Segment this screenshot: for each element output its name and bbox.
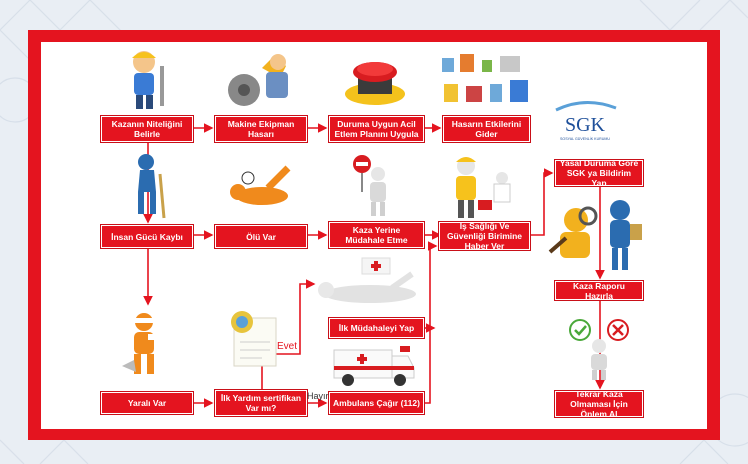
sgk-logo-subtext: SOSYAL GÜVENLİK KURUMU [560,136,610,141]
injured-bandaged-icon [122,313,158,374]
box-isg-birimine-haber-ver: İş Sağlığı Ve Güvenliği Birimine Haber V… [438,221,531,251]
ambulance-icon [333,346,415,386]
box-insan-gucu-kaybi: İnsan Gücü Kaybı [100,224,194,249]
box-label: İlk Müdahaleyi Yap [338,323,415,333]
box-ilk-yardim-sertifika: İlk Yardım sertifikan Var mı? [214,389,308,417]
label-evet: Evet [277,341,298,352]
box-olu-var: Ölü Var [214,224,308,249]
dead-figure-icon [230,165,291,205]
lying-figure-icon [318,257,416,303]
box-kazanin-niteligini-belirle: Kazanın Niteliğini Belirle [100,115,194,143]
box-kaza-raporu-hazirla: Kaza Raporu Hazırla [554,280,644,301]
inspector-figures-icon [548,200,642,270]
box-label: Hasarın Etkilerini Gider [451,119,522,139]
sgk-logo: SGK SOSYAL GÜVENLİK KURUMU [555,101,617,141]
check-cross-figure-icon [569,319,629,380]
box-label: İlk Yardım sertifikan Var mı? [220,393,302,413]
box-label: Duruma Uygun Acil Etlem Planını Uygula [334,119,419,139]
box-onlem-al: Tekrar Kaza Olmaması İçin Önlem Al [554,389,644,419]
box-label: Ambulans Çağır (112) [333,398,420,408]
box-label: Yaralı Var [127,398,167,408]
box-label: Kazanın Niteliğini Belirle [111,119,183,139]
label-hayir: Hayır [307,391,329,401]
machine-damage-icon [228,54,288,106]
injured-crutch-icon [138,154,166,219]
safety-team-icon [456,157,511,218]
box-label: Yasal Duruma Göre SGK ya Bildirim Yap [559,158,639,188]
box-yarali-var: Yaralı Var [100,391,194,415]
box-label: Tekrar Kaza Olmaması İçin Önlem Al [570,389,628,419]
stop-sign-figure-icon [353,155,386,216]
box-ambulans-cagir: Ambulans Çağır (112) [328,391,425,415]
box-label: İş Sağlığı Ve Güvenliği Birimine Haber V… [446,221,523,251]
box-makine-ekipman-hasari: Makine Ekipman Hasarı [214,115,308,143]
box-label: Kaza Yerine Müdahale Etme [345,225,408,245]
box-hasarin-etkilerini-gider: Hasarın Etkilerini Gider [442,115,531,143]
box-ilk-mudahaleyi-yap: İlk Müdahaleyi Yap [328,317,425,339]
box-kaza-yerine-mudahale: Kaza Yerine Müdahale Etme [328,221,425,249]
certificate-icon [231,311,277,367]
emergency-button-icon [345,62,405,105]
repair-tools-icon [442,54,528,102]
box-sgk-bildirim: Yasal Duruma Göre SGK ya Bildirim Yap [554,158,644,188]
worker-injured-icon [132,51,164,109]
box-acil-eylem-plani: Duruma Uygun Acil Etlem Planını Uygula [328,115,425,143]
box-label: Ölü Var [246,231,276,242]
box-label: İnsan Gücü Kaybı [111,231,183,242]
sgk-logo-text: SGK [565,114,606,136]
box-label: Kaza Raporu Hazırla [573,280,625,301]
box-label: Makine Ekipman Hasarı [227,119,295,139]
